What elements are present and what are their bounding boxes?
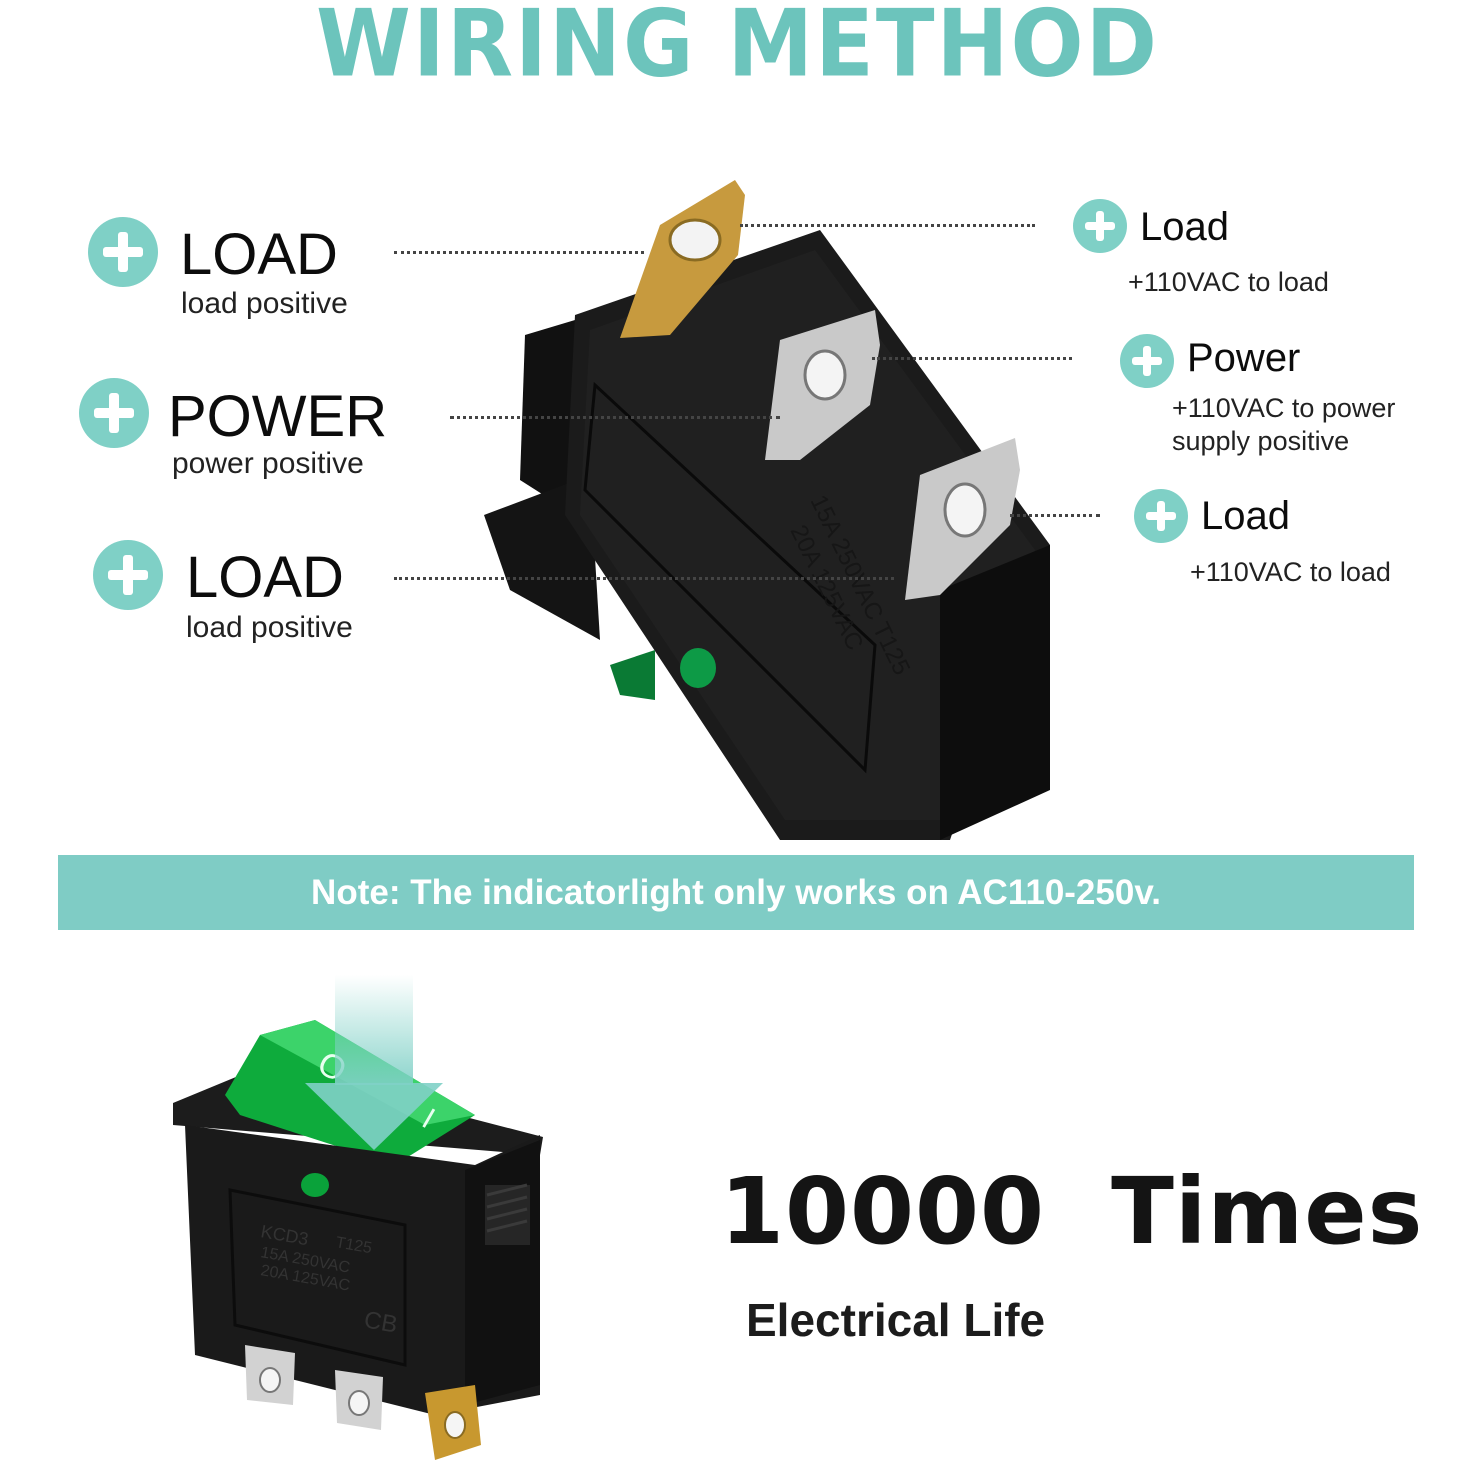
right-terminal-label-2: Power <box>1187 336 1301 380</box>
lifetime-value: 10000 Times <box>720 1158 1424 1265</box>
temp-marking: T125 <box>334 1234 373 1257</box>
left-terminal-sub-2: power positive <box>172 447 364 480</box>
lifetime-label: Electrical Life <box>746 1294 1046 1346</box>
leader-line <box>450 416 780 419</box>
page-title: WIRING METHOD <box>315 0 1160 98</box>
right-terminal-label-1: Load <box>1140 205 1229 249</box>
plus-icon <box>1120 334 1174 388</box>
left-terminal-label-3: LOAD <box>186 545 344 610</box>
note-banner: Note: The indicatorlight only works on A… <box>58 855 1414 930</box>
note-text: Note: The indicatorlight only works on A… <box>311 872 1161 912</box>
switch-front-illustration: O I KCD3 T125 15A 250VAC 20A 125VAC CB <box>173 975 543 1460</box>
cert-marking: CB <box>362 1306 400 1338</box>
right-terminal-sub-3: +110VAC to load <box>1190 557 1391 587</box>
leader-line <box>394 251 644 254</box>
plus-icon <box>1073 199 1127 253</box>
right-terminal-sub-2a: +110VAC to power <box>1172 393 1396 423</box>
right-terminal-sub-1: +110VAC to load <box>1128 267 1329 297</box>
right-terminal-label-3: Load <box>1201 494 1290 538</box>
leader-line <box>394 577 894 580</box>
left-terminal-label-2: POWER <box>168 384 388 449</box>
leader-line <box>740 224 1035 227</box>
leader-line <box>1010 514 1100 517</box>
plus-icon <box>1134 489 1188 543</box>
leader-line <box>872 357 1072 360</box>
switch-rear-illustration: 15A 250VAC T125 20A 125VAC <box>484 180 1050 840</box>
plus-icon <box>88 217 158 287</box>
left-terminal-sub-1: load positive <box>181 287 348 320</box>
plus-icon <box>79 378 149 448</box>
left-terminal-label-1: LOAD <box>180 222 338 287</box>
left-terminal-sub-3: load positive <box>186 611 353 644</box>
right-terminal-sub-2b: supply positive <box>1172 426 1350 456</box>
plus-icon <box>93 540 163 610</box>
